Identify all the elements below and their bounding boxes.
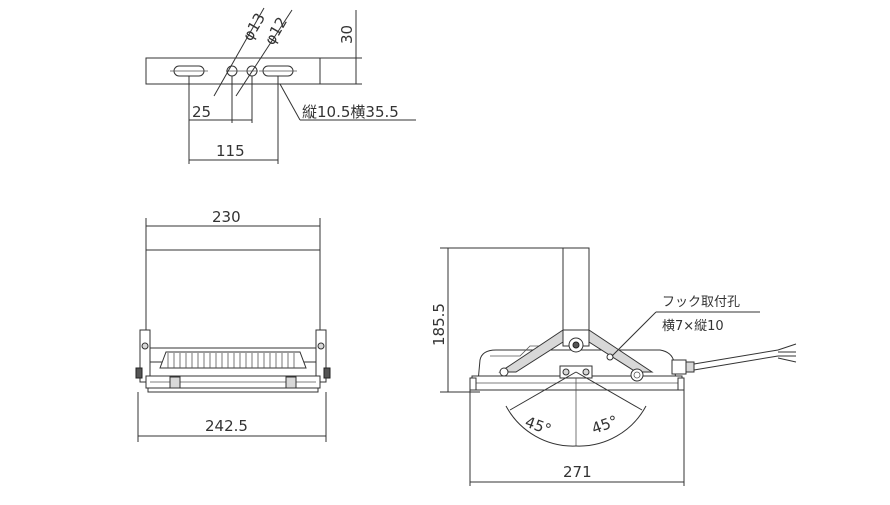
left-angle-arc: [505, 405, 577, 447]
pitch-large-label: 115: [216, 142, 245, 160]
front-view: 230: [135, 208, 331, 442]
cable-leads: [777, 343, 797, 363]
pitch-small-label: 25: [192, 103, 211, 121]
right-angle-arc: [575, 405, 647, 447]
bracket-top-view: φ13 φ12 30 25 縦10.5横35.5 115: [145, 7, 416, 164]
side-view: 185.5 フック取付孔 横7×縦10: [430, 247, 797, 486]
front-bottom-width-label: 242.5: [205, 417, 248, 435]
adjust-knob: [630, 368, 644, 382]
side-height-label: 185.5: [430, 303, 448, 346]
mount-post: [562, 247, 590, 341]
slot-size-note: 縦10.5横35.5: [302, 103, 399, 121]
right-angle-label: 45°: [589, 412, 620, 438]
front-bracket-plate: [145, 249, 321, 349]
front-left-arm: [139, 329, 151, 383]
front-right-arm: [315, 329, 327, 383]
bracket-height-label: 30: [338, 25, 356, 44]
front-top-width-label: 230: [212, 208, 241, 226]
side-width-label: 271: [563, 463, 592, 481]
hook-note-line1: フック取付孔: [662, 295, 740, 310]
heat-sink: [159, 351, 307, 369]
hook-note-line2: 横7×縦10: [662, 319, 724, 334]
hook-hole: [606, 353, 614, 361]
left-angle-label: 45°: [523, 413, 554, 439]
cable-gland: [671, 359, 687, 375]
